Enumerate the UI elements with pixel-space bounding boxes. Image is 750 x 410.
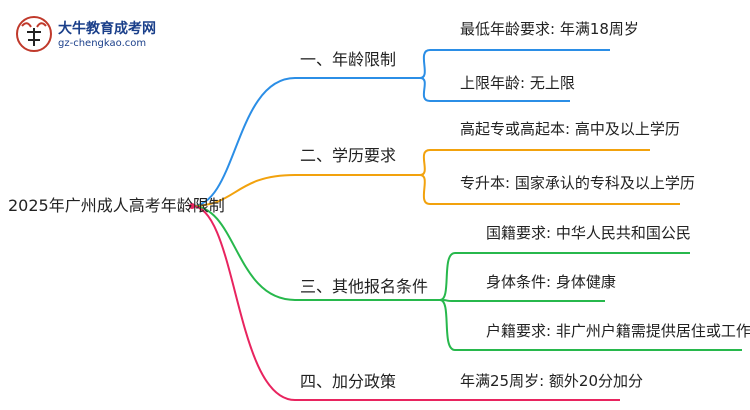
branch-connector (191, 174, 296, 207)
branch-other-conditions: 三、其他报名条件 (300, 277, 429, 296)
root-node-dot (189, 203, 195, 209)
leaf-connector (439, 299, 456, 351)
branch-connector (191, 205, 296, 301)
branch-bonus-policy: 四、加分政策 (300, 372, 397, 391)
leaf-zhuanshengben: 专升本: 国家承认的专科及以上学历 (460, 174, 695, 192)
leaf-connector (419, 77, 431, 102)
root-topic: 2025年广州成人高考年龄限制 (8, 196, 225, 215)
leaf-gaoqi: 高起专或高起本: 高中及以上学历 (460, 120, 680, 138)
logo-name: 大牛教育成考网 (58, 21, 156, 37)
branch-education: 二、学历要求 (300, 146, 397, 165)
ox-head-logo-icon (16, 16, 52, 52)
leaf-connector (419, 149, 431, 176)
branch-age-limit: 一、年龄限制 (300, 50, 397, 69)
leaf-nationality: 国籍要求: 中华人民共和国公民 (486, 224, 691, 242)
branch-connector (191, 77, 296, 207)
leaf-household: 户籍要求: 非广州户籍需提供居住或工作证明 (486, 322, 750, 340)
leaf-bonus: 年满25周岁: 额外20分加分 (460, 372, 643, 390)
logo-url: gz-chengkao.com (58, 38, 147, 49)
leaf-connector (439, 252, 456, 301)
branch-connector (191, 205, 296, 401)
leaf-min-age: 最低年龄要求: 年满18周岁 (460, 20, 639, 38)
leaf-connector (419, 174, 431, 205)
leaf-health: 身体条件: 身体健康 (486, 273, 616, 291)
leaf-max-age: 上限年龄: 无上限 (460, 74, 575, 92)
site-logo: 大牛教育成考网 gz-chengkao.com (14, 14, 194, 54)
leaf-connector (419, 49, 431, 79)
